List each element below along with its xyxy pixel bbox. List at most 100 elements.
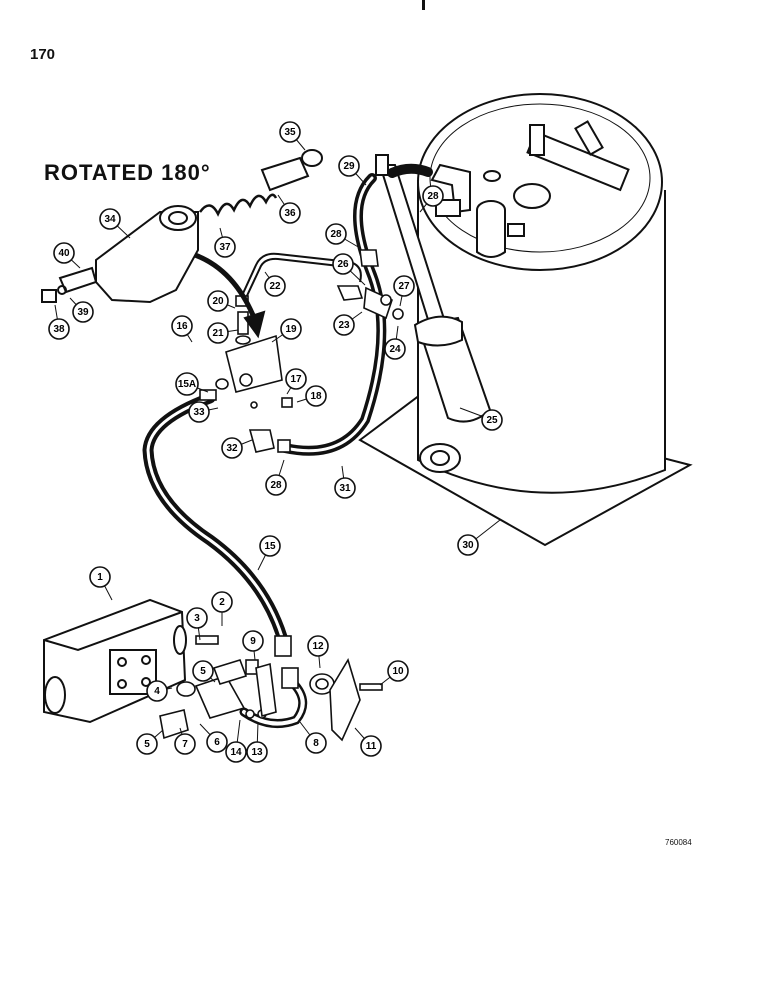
- callout-number: 35: [284, 127, 296, 138]
- callout-33: 33: [188, 401, 219, 423]
- callout-circle: [305, 732, 327, 754]
- callout-circle: [171, 315, 193, 337]
- callout-circle: [136, 733, 158, 755]
- callout-circle: [332, 253, 354, 275]
- callout-number: 22: [269, 281, 281, 292]
- callout-19: 19: [271, 318, 302, 343]
- callout-circle: [265, 474, 287, 496]
- callout-26: 26: [332, 253, 366, 286]
- callout-number: 9: [250, 636, 256, 647]
- callout-circle: [393, 275, 415, 297]
- callout-number: 30: [462, 540, 474, 551]
- callout-number: 15: [264, 541, 276, 552]
- callout-circle: [333, 314, 355, 336]
- callout-25: 25: [459, 407, 503, 431]
- callout-number: 39: [77, 307, 89, 318]
- valve-fittings: [199, 249, 404, 453]
- callout-number: 23: [338, 320, 350, 331]
- hydraulic-pump: [43, 598, 187, 724]
- callout-16: 16: [171, 315, 193, 343]
- callout-number: 33: [193, 407, 205, 418]
- callout-15: 15: [257, 535, 281, 571]
- callout-28: 28: [325, 223, 361, 249]
- callout-17: 17: [285, 368, 307, 395]
- pump-fittings: [159, 635, 383, 742]
- callout-circle: [280, 318, 302, 340]
- callout-number: 40: [58, 248, 70, 259]
- callout-18: 18: [296, 385, 327, 407]
- callout-9: 9: [242, 630, 264, 661]
- page-number: 170: [30, 46, 56, 63]
- callout-number: 6: [214, 737, 220, 748]
- callout-5: 5: [136, 729, 164, 755]
- callout-number: 14: [230, 747, 242, 758]
- callout-circle: [305, 385, 327, 407]
- callout-number: 5: [200, 666, 206, 677]
- callout-number: 26: [337, 259, 349, 270]
- callout-number: 11: [366, 741, 377, 752]
- callout-number: 28: [330, 229, 342, 240]
- callout-circle: [221, 437, 243, 459]
- callout-number: 28: [270, 480, 282, 491]
- callout-circle: [206, 731, 228, 753]
- callout-number: 38: [53, 324, 65, 335]
- page-edge-mark: [422, 0, 425, 10]
- callout-circle: [99, 208, 121, 230]
- callout-number: 7: [182, 739, 188, 750]
- callout-number: 32: [226, 443, 238, 454]
- callout-number: 29: [343, 161, 355, 172]
- callout-circle: [242, 630, 264, 652]
- callout-11: 11: [354, 727, 382, 757]
- callout-number: 37: [219, 242, 231, 253]
- callout-circle: [285, 368, 307, 390]
- callout-28: 28: [419, 185, 444, 213]
- callout-number: 15A: [178, 379, 196, 390]
- callout-number: 12: [312, 641, 324, 652]
- callout-number: 27: [398, 281, 410, 292]
- callout-40: 40: [53, 242, 81, 269]
- callout-number: 8: [313, 738, 319, 749]
- drawing-number: 760084: [665, 838, 692, 847]
- callout-circle: [214, 236, 236, 258]
- callout-number: 16: [176, 321, 188, 332]
- relief-valve-assembly: [41, 149, 323, 339]
- callout-circle: [279, 121, 301, 143]
- callout-4: 4: [146, 680, 173, 702]
- callout-39: 39: [69, 297, 94, 323]
- callout-34: 34: [99, 208, 131, 239]
- callout-circle: [264, 275, 286, 297]
- callout-27: 27: [393, 275, 415, 307]
- callout-5: 5: [192, 660, 216, 683]
- callout-number: 31: [339, 483, 351, 494]
- callout-circle: [259, 535, 281, 557]
- callout-circle: [387, 660, 409, 682]
- callout-circle: [481, 409, 503, 431]
- callout-circle: [207, 322, 229, 344]
- callout-circle: [225, 741, 247, 763]
- callout-22: 22: [264, 271, 286, 297]
- callout-8: 8: [299, 721, 327, 754]
- callout-36: 36: [277, 194, 301, 224]
- callout-number: 1: [97, 572, 103, 583]
- callout-circle: [89, 566, 111, 588]
- hoses: [142, 163, 433, 729]
- callout-32: 32: [221, 437, 253, 459]
- callout-1: 1: [89, 566, 113, 601]
- callout-circle: [360, 735, 382, 757]
- callout-circle: [325, 223, 347, 245]
- callout-number: 20: [212, 296, 224, 307]
- callout-28: 28: [265, 459, 287, 496]
- callout-24: 24: [384, 325, 406, 360]
- callout-circle: [457, 534, 479, 556]
- callout-15a: 15A: [175, 372, 209, 396]
- callout-circle: [175, 372, 199, 396]
- callout-13: 13: [246, 721, 268, 763]
- callout-circle: [246, 741, 268, 763]
- callout-circle: [48, 318, 70, 340]
- callout-number: 10: [392, 666, 404, 677]
- callout-circle: [207, 290, 229, 312]
- callout-circle: [334, 477, 356, 499]
- callout-12: 12: [307, 635, 329, 669]
